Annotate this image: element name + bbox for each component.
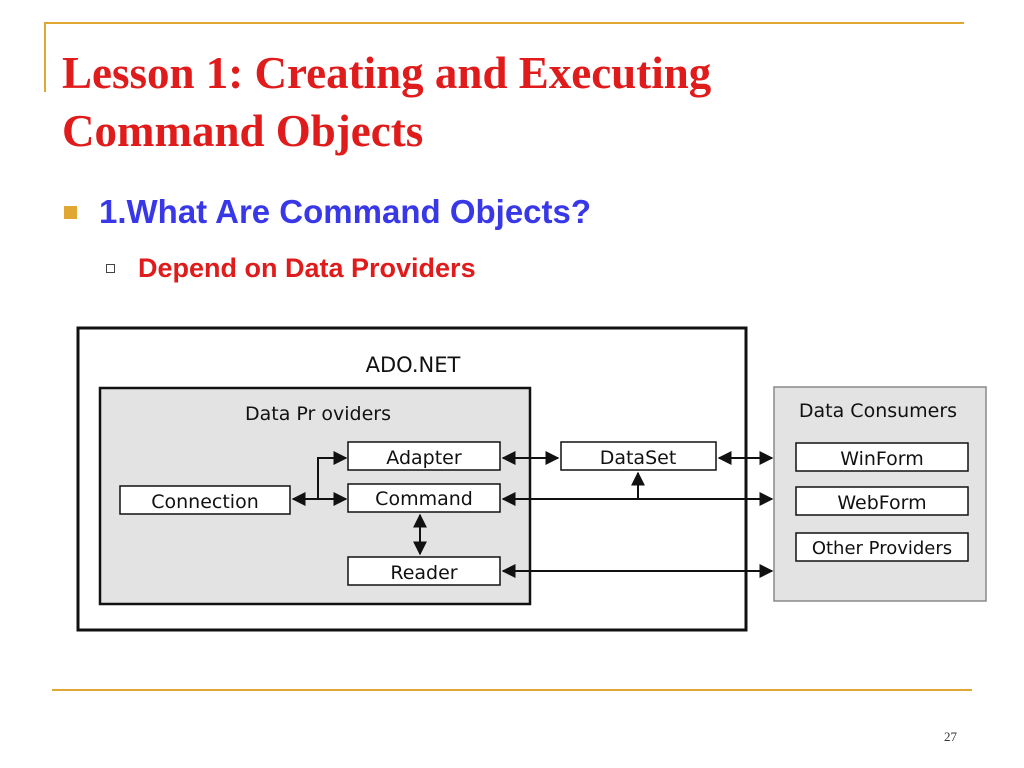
left-accent-line <box>44 22 46 92</box>
other-providers-box <box>795 532 969 562</box>
bottom-accent-line <box>52 689 972 691</box>
bullet-level2: Depend on Data Providers <box>106 253 476 284</box>
data-providers-label: Data Pr oviders <box>245 403 391 425</box>
other-providers-label: Other Providers <box>812 538 952 559</box>
webform-label: WebForm <box>837 492 926 514</box>
adapter-label: Adapter <box>386 447 462 469</box>
hollow-square-bullet-icon <box>106 264 115 273</box>
winform-label: WinForm <box>840 448 924 470</box>
adapter-box <box>347 441 501 471</box>
page-number: 27 <box>944 729 957 744</box>
connection-to-adapter-line <box>317 451 348 499</box>
dataset-label: DataSet <box>600 447 677 469</box>
ado-net-label: ADO.NET <box>366 353 461 377</box>
slide-title: Lesson 1: Creating and Executing Command… <box>62 44 962 160</box>
data-consumers-label: Data Consumers <box>799 400 957 422</box>
bullet-level2-text: Depend on Data Providers <box>138 253 476 283</box>
reader-box <box>347 556 501 586</box>
top-accent-line <box>44 22 964 24</box>
winform-box <box>795 442 969 472</box>
reader-label: Reader <box>390 562 457 584</box>
connection-label: Connection <box>151 491 259 513</box>
bullet-level1: 1.What Are Command Objects? <box>64 193 591 231</box>
bullet-level1-text: 1.What Are Command Objects? <box>99 193 592 230</box>
command-box <box>347 483 501 513</box>
command-label: Command <box>375 488 473 510</box>
webform-box <box>795 486 969 516</box>
connection-box <box>119 485 291 515</box>
square-bullet-icon <box>64 205 77 219</box>
title-line-1: Lesson 1: Creating and Executing <box>62 48 712 98</box>
dataset-box <box>560 441 717 471</box>
title-line-2: Command Objects <box>62 106 424 156</box>
